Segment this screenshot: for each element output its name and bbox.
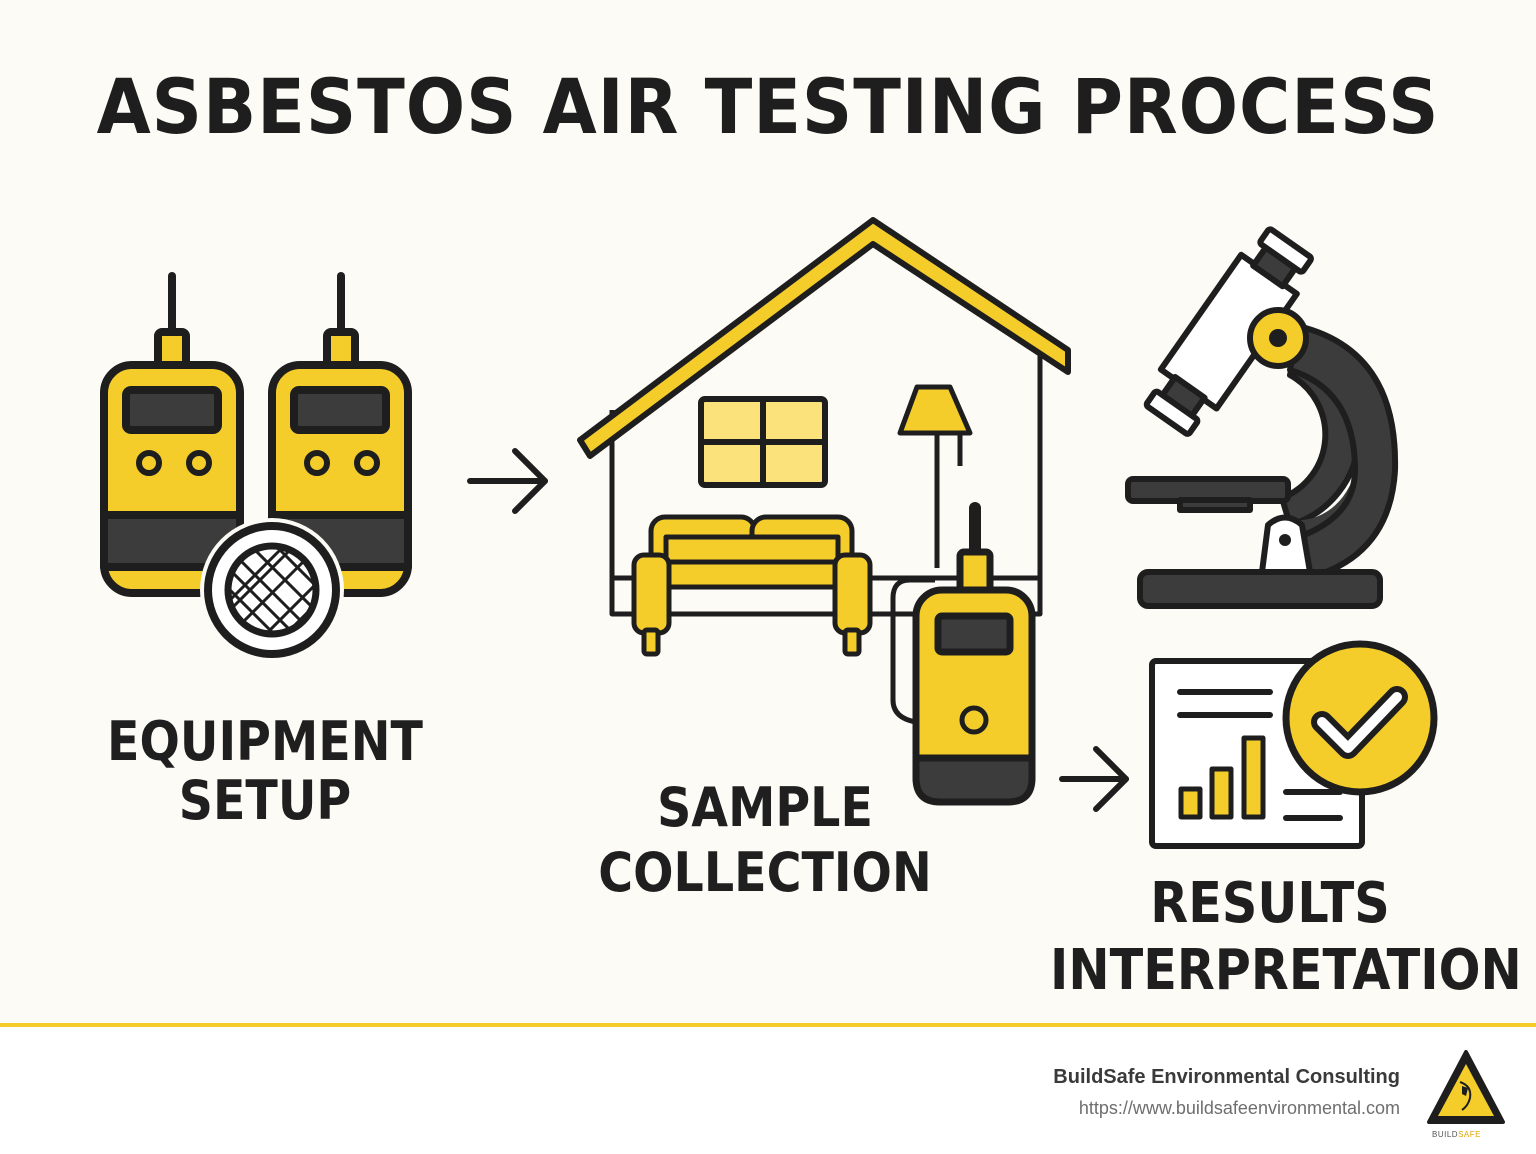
step-label-results-interpretation: RESULTS INTERPRETATION — [1050, 871, 1522, 1004]
company-url[interactable]: https://www.buildsafeenvironmental.com — [1078, 1098, 1400, 1118]
portable-air-sampler-icon — [912, 502, 1036, 806]
arrow-right-icon — [1059, 746, 1129, 812]
arrow-right-icon — [467, 448, 548, 514]
checkmark-badge-icon — [1282, 640, 1438, 796]
footer — [0, 1027, 1536, 1154]
filter-cassette-icon — [200, 518, 344, 662]
step-label-sample-collection: SAMPLE COLLECTION — [598, 776, 932, 904]
microscope-icon — [1125, 226, 1399, 609]
company-name: BuildSafe Environmental Consulting — [1053, 1066, 1400, 1088]
floor-lamp-icon — [890, 384, 973, 725]
sofa-icon — [631, 514, 873, 657]
process-illustration — [100, 217, 1438, 849]
logo-wordmark: BUILDSAFE — [1432, 1130, 1481, 1139]
page-title: ASBESTOS AIR TESTING PROCESS — [96, 62, 1440, 151]
footer-divider — [0, 1023, 1536, 1027]
step-label-equipment-setup: EQUIPMENT SETUP — [107, 710, 423, 833]
